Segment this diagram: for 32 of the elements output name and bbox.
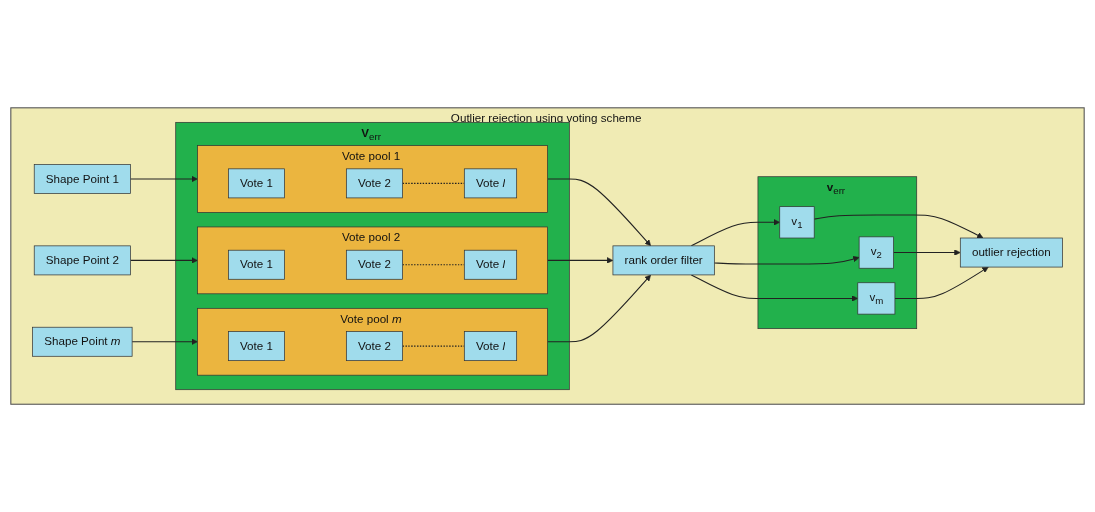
arrow xyxy=(129,175,198,183)
arrow xyxy=(129,257,198,264)
connector xyxy=(402,345,465,347)
node-box: Vote 1 xyxy=(228,249,285,280)
node-box: Shape Point m xyxy=(32,326,133,357)
connector xyxy=(402,182,465,184)
node-box: v$_{2}$ xyxy=(858,236,894,269)
node-box: v$_{m}$ xyxy=(857,282,896,315)
node-box: rank order filter xyxy=(612,245,715,276)
node-box: Vote 1 xyxy=(228,168,285,199)
arrow xyxy=(547,257,614,264)
arrow xyxy=(713,255,860,265)
node-box: Vote 1 xyxy=(228,331,285,361)
arrow xyxy=(547,178,651,247)
node-box: Vote 2 xyxy=(346,168,403,199)
node-box: Vote l xyxy=(463,331,518,361)
node-box: Vote 2 xyxy=(346,331,403,361)
node-box: Vote 2 xyxy=(346,249,403,280)
node-box: outlier rejection xyxy=(959,237,1063,268)
connector xyxy=(402,264,465,266)
node-box: v$_{1}$ xyxy=(779,206,815,239)
node-box: Vote l xyxy=(463,249,518,280)
arrow xyxy=(690,219,781,247)
arrow xyxy=(131,338,198,345)
arrow xyxy=(813,214,984,239)
node-box: Vote l xyxy=(463,168,518,199)
arrow xyxy=(690,274,859,302)
arrow xyxy=(547,274,651,343)
node-box: Shape Point 2 xyxy=(33,245,131,276)
arrow xyxy=(893,249,961,256)
arrow xyxy=(894,266,989,299)
node-box: Shape Point 1 xyxy=(33,164,131,194)
